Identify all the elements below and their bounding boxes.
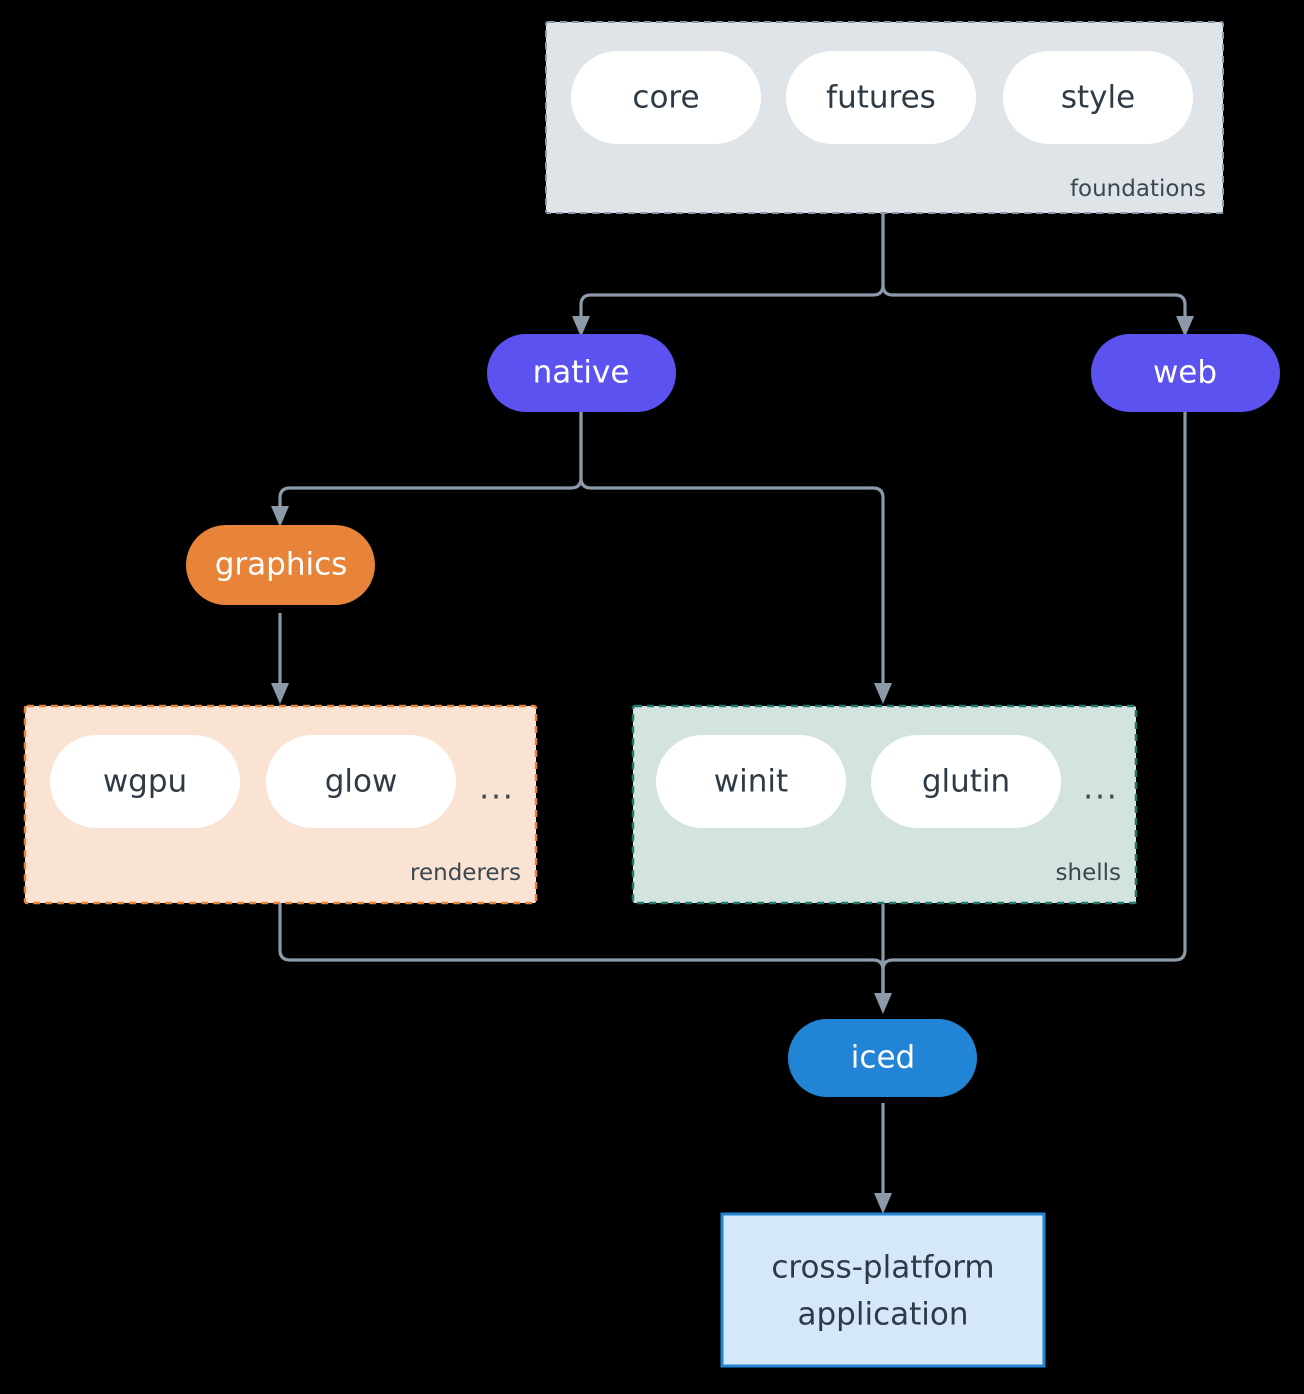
edge-iced-application-arrowhead — [874, 1193, 892, 1214]
edge-merge-iced-arrowhead — [874, 993, 892, 1014]
node-web-label: web — [1153, 355, 1217, 391]
node-winit-label: winit — [714, 764, 788, 800]
node-native-label: native — [533, 355, 630, 391]
node-native[interactable]: native — [487, 334, 676, 412]
node-application-label-line1: cross-platform — [771, 1250, 994, 1286]
edge-native-shells — [579, 412, 885, 690]
node-futures-label: futures — [826, 80, 936, 116]
node-graphics-label: graphics — [215, 547, 348, 583]
node-web[interactable]: web — [1091, 334, 1280, 412]
edge-graphics-renderers-arrowhead — [271, 683, 289, 704]
node-core[interactable]: core — [571, 51, 761, 144]
group-renderers[interactable]: renderers wgpu glow ... — [23, 704, 538, 905]
node-application-label-line2: application — [798, 1297, 969, 1333]
renderers-overflow-ellipsis: ... — [479, 771, 515, 807]
node-winit-shape — [656, 735, 846, 828]
node-winit[interactable]: winit — [656, 735, 846, 828]
node-iced-shape — [788, 1019, 977, 1097]
node-glutin-label: glutin — [922, 764, 1010, 800]
edge-native-shells-arrowhead — [874, 683, 892, 704]
node-style-label: style — [1061, 80, 1135, 116]
edge-native-graphics-arrowhead — [271, 506, 289, 527]
group-foundations-label: foundations — [1070, 176, 1206, 202]
node-application[interactable]: cross-platform application — [720, 1212, 1046, 1368]
edge-foundations-native — [579, 213, 885, 323]
node-core-label: core — [632, 80, 699, 116]
node-native-shape — [487, 334, 676, 412]
edge-native-graphics — [278, 412, 583, 513]
node-glutin-shape — [871, 735, 1061, 828]
node-iced[interactable]: iced — [788, 1019, 977, 1097]
node-glow-label: glow — [325, 764, 398, 800]
node-style[interactable]: style — [1003, 51, 1193, 144]
edge-renderers-iced — [278, 903, 885, 1000]
node-wgpu-label: wgpu — [103, 764, 187, 800]
node-application-shape — [720, 1212, 1046, 1368]
node-futures[interactable]: futures — [786, 51, 976, 144]
group-shells[interactable]: shells winit glutin ... — [631, 704, 1138, 905]
edge-web-iced — [881, 412, 1187, 1000]
edge-foundations-web — [881, 213, 1187, 323]
node-web-shape — [1091, 334, 1280, 412]
node-glow-shape — [266, 735, 456, 828]
shells-overflow-ellipsis: ... — [1083, 771, 1119, 807]
edge-foundations-native-arrowhead — [572, 316, 590, 337]
group-renderers-label: renderers — [410, 860, 521, 886]
edge-layer — [271, 213, 1194, 1214]
node-graphics[interactable]: graphics — [186, 525, 375, 605]
node-style-shape — [1003, 51, 1193, 144]
node-core-shape — [571, 51, 761, 144]
node-futures-shape — [786, 51, 976, 144]
edge-foundations-web-arrowhead — [1176, 316, 1194, 337]
node-wgpu[interactable]: wgpu — [50, 735, 240, 828]
node-iced-label: iced — [851, 1040, 915, 1076]
node-wgpu-shape — [50, 735, 240, 828]
node-glutin[interactable]: glutin — [871, 735, 1061, 828]
node-glow[interactable]: glow — [266, 735, 456, 828]
group-shells-label: shells — [1056, 860, 1121, 886]
node-graphics-shape — [186, 525, 375, 605]
group-foundations[interactable]: foundations core futures style — [545, 21, 1224, 214]
